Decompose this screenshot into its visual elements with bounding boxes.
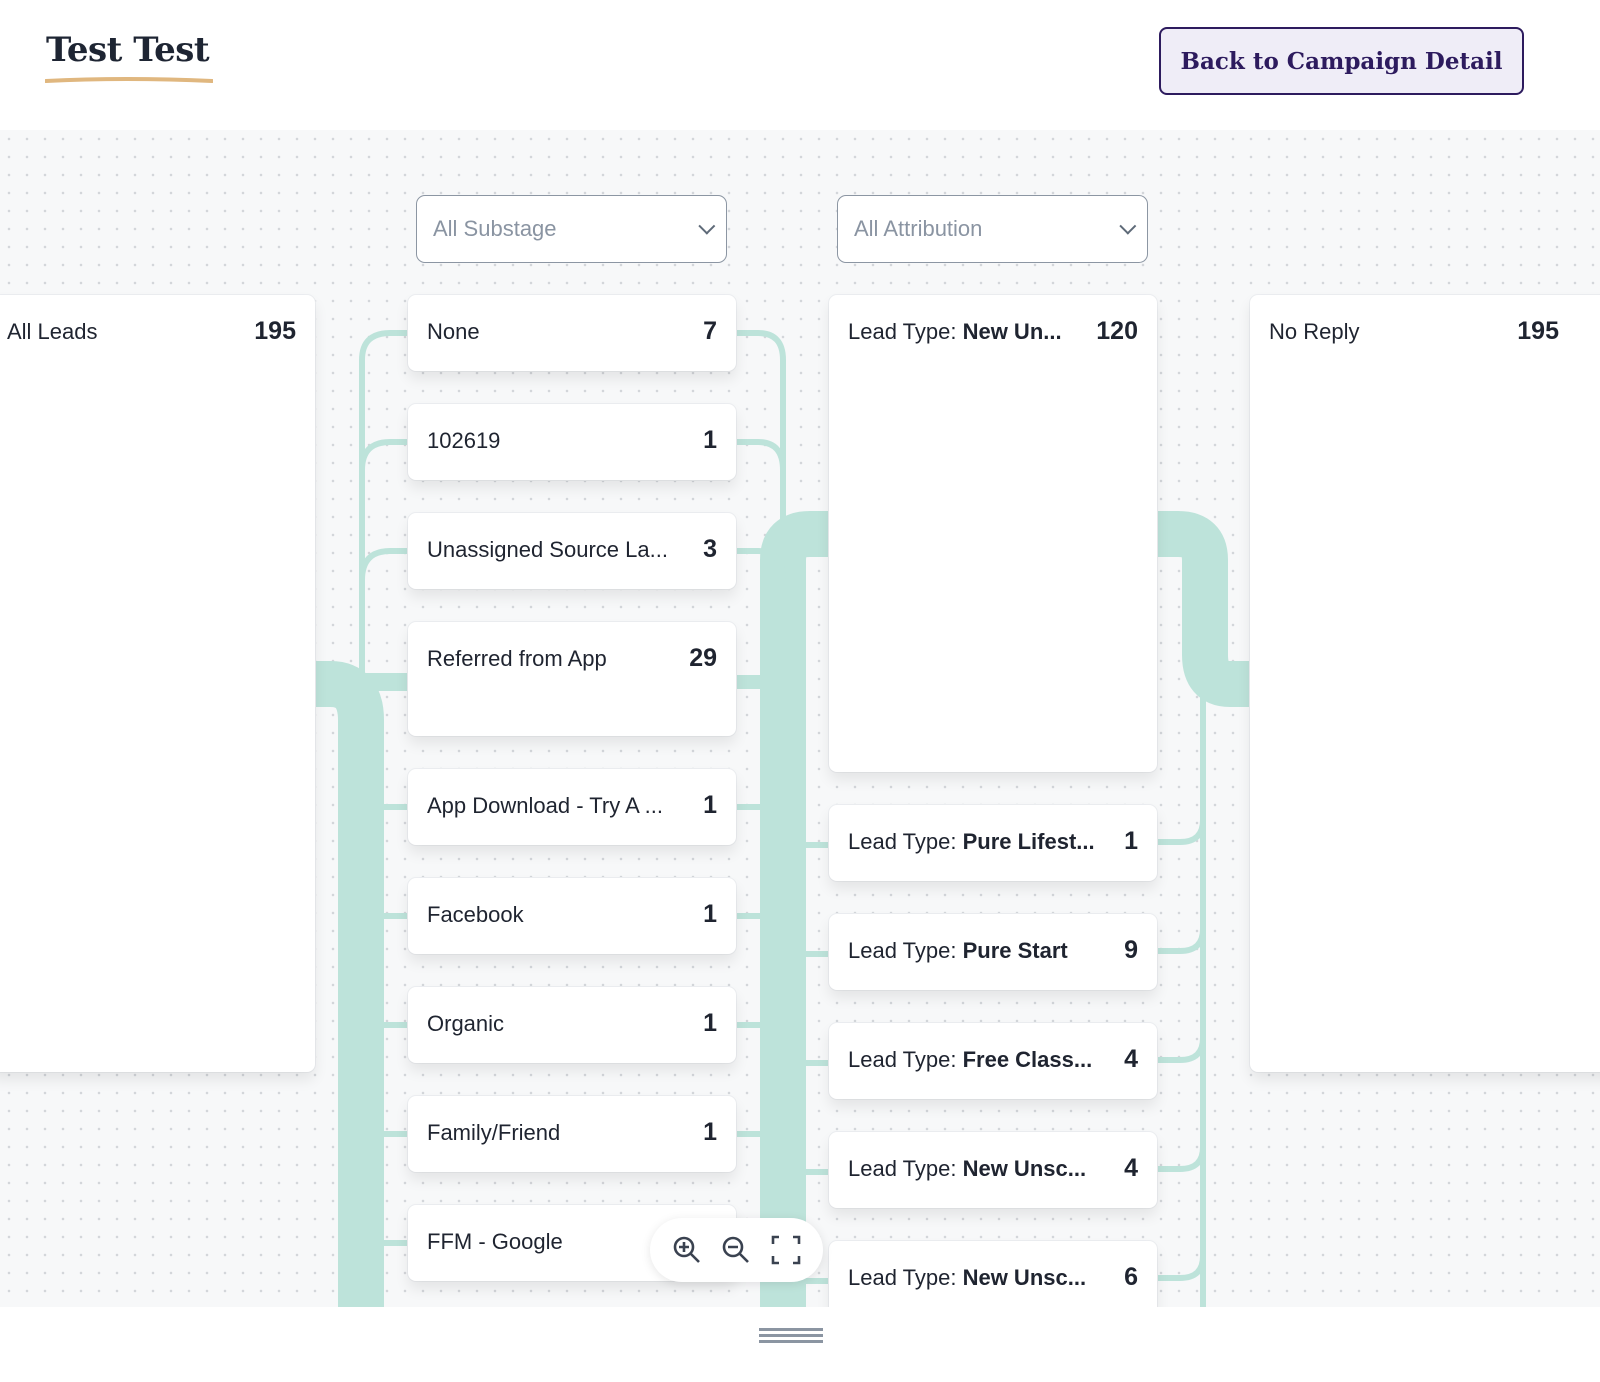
- node-count: 3: [703, 535, 717, 563]
- label-prefix: Lead Type:: [848, 829, 963, 854]
- label-value: New Unsc...: [962, 1156, 1087, 1181]
- node-attribution[interactable]: Lead Type: New Unsc... 6: [829, 1241, 1157, 1307]
- node-count: 195: [1517, 317, 1559, 345]
- node-label: Organic: [427, 1011, 505, 1036]
- node-substage[interactable]: Facebook 1: [408, 878, 736, 954]
- zoom-in-icon[interactable]: [670, 1233, 704, 1267]
- node-substage[interactable]: App Download - Try A ... 1: [408, 769, 736, 845]
- chevron-down-icon: [1119, 217, 1137, 235]
- node-label: Lead Type: New Unsc...: [848, 1156, 1086, 1182]
- node-substage[interactable]: None 7: [408, 295, 736, 371]
- node-attribution[interactable]: Lead Type: New Un... 120: [829, 295, 1157, 772]
- node-label: No Reply: [1269, 319, 1360, 344]
- label-prefix: Lead Type:: [848, 1047, 963, 1072]
- node-substage[interactable]: Family/Friend 1: [408, 1096, 736, 1172]
- node-label: Lead Type: Free Class...: [848, 1047, 1092, 1073]
- node-substage[interactable]: Referred from App 29: [408, 622, 736, 736]
- node-no-reply[interactable]: No Reply 195: [1250, 295, 1600, 1072]
- node-count: 195: [254, 317, 296, 345]
- attribution-select[interactable]: All Attribution: [837, 195, 1148, 263]
- node-attribution[interactable]: Lead Type: Free Class... 4: [829, 1023, 1157, 1099]
- node-all-leads[interactable]: All Leads 195: [0, 295, 315, 1072]
- node-label: Lead Type: New Un...: [848, 319, 1062, 345]
- back-to-campaign-detail-button[interactable]: Back to Campaign Detail: [1159, 27, 1524, 95]
- label-value: Free Class...: [962, 1047, 1093, 1072]
- node-label: App Download - Try A ...: [427, 793, 664, 818]
- node-label: 102619: [427, 428, 501, 453]
- node-label: Lead Type: New Unsc...: [848, 1265, 1086, 1291]
- zoom-out-icon[interactable]: [719, 1233, 753, 1267]
- node-label: Unassigned Source La...: [427, 537, 668, 562]
- node-attribution[interactable]: Lead Type: New Unsc... 4: [829, 1132, 1157, 1208]
- node-attribution[interactable]: Lead Type: Pure Start 9: [829, 914, 1157, 990]
- flow-connectors: [315, 330, 1250, 1307]
- node-attribution[interactable]: Lead Type: Pure Lifest... 1: [829, 805, 1157, 881]
- node-count: 29: [689, 644, 717, 672]
- node-count: 1: [703, 1009, 717, 1037]
- node-count: 1: [703, 791, 717, 819]
- node-label: None: [427, 319, 480, 344]
- node-label: FFM - Google: [427, 1229, 563, 1254]
- node-substage[interactable]: Organic 1: [408, 987, 736, 1063]
- page-title: Test Test: [46, 30, 210, 70]
- label-prefix: Lead Type:: [848, 319, 963, 344]
- node-label: All Leads: [7, 319, 98, 344]
- chevron-down-icon: [698, 217, 716, 235]
- node-label: Lead Type: Pure Start: [848, 938, 1068, 964]
- label-prefix: Lead Type:: [848, 938, 963, 963]
- zoom-controls: [650, 1218, 823, 1282]
- fit-view-icon[interactable]: [769, 1233, 803, 1267]
- node-count: 120: [1096, 317, 1138, 345]
- label-value: Pure Lifest...: [962, 829, 1095, 854]
- label-prefix: Lead Type:: [848, 1265, 963, 1290]
- node-label: Referred from App: [427, 646, 607, 671]
- label-value: Pure Start: [962, 938, 1068, 963]
- node-count: 4: [1124, 1154, 1138, 1182]
- attribution-select-value: All Attribution: [854, 216, 983, 241]
- label-value: New Unsc...: [962, 1265, 1087, 1290]
- node-count: 1: [703, 1118, 717, 1146]
- node-count: 7: [703, 317, 717, 345]
- node-substage[interactable]: 102619 1: [408, 404, 736, 480]
- substage-select-value: All Substage: [433, 216, 557, 241]
- label-prefix: Lead Type:: [848, 1156, 963, 1181]
- substage-select[interactable]: All Substage: [416, 195, 727, 263]
- node-substage[interactable]: Unassigned Source La... 3: [408, 513, 736, 589]
- resize-handle[interactable]: [759, 1328, 823, 1348]
- node-count: 1: [703, 426, 717, 454]
- node-count: 6: [1124, 1263, 1138, 1291]
- node-count: 1: [703, 900, 717, 928]
- node-count: 9: [1124, 936, 1138, 964]
- node-label: Family/Friend: [427, 1120, 561, 1145]
- title-underline: [45, 77, 213, 83]
- node-count: 4: [1124, 1045, 1138, 1073]
- node-count: 1: [1124, 827, 1138, 855]
- node-label: Lead Type: Pure Lifest...: [848, 829, 1095, 855]
- label-value: New Un...: [962, 319, 1062, 344]
- node-label: Facebook: [427, 902, 524, 927]
